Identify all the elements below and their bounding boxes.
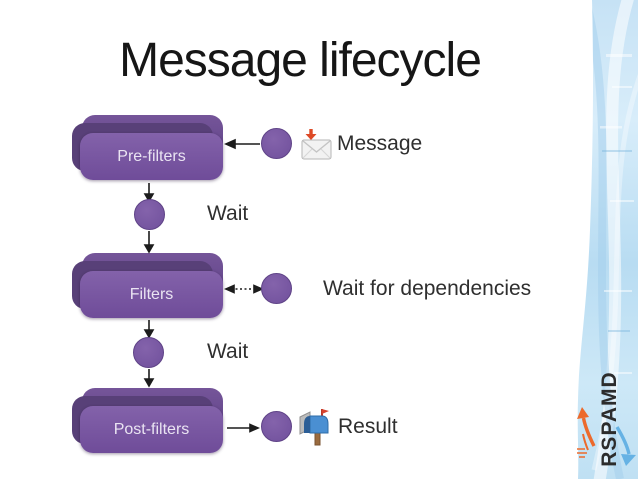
note-wait-1: Wait [207,202,249,225]
stage-pre-filters: Pre-filters [72,115,226,181]
envelope-with-down-arrow-icon [301,129,332,160]
logo-blue-down-arrow-icon [615,426,636,466]
wait-node-2 [133,337,164,368]
note-message: Message [337,132,423,155]
dependencies-node [261,273,292,304]
stage-post-filters: Post-filters [72,388,226,454]
note-wait-2: Wait [207,340,249,363]
stage-card-front: Pre-filters [80,133,223,180]
message-node [261,128,292,159]
stage-card-front: Post-filters [80,406,223,453]
stage-filters: Filters [72,253,226,319]
stage-label-filters: Filters [129,285,174,303]
logo-orange-up-arrow-icon [577,407,596,458]
rspamd-logo: RSPAMD [576,366,638,472]
open-mailbox-raised-flag-icon [299,409,329,446]
stage-label-post-filters: Post-filters [113,420,190,438]
stage-card-front: Filters [80,271,223,318]
stage-label-pre-filters: Pre-filters [117,147,186,165]
note-result: Result [338,415,398,438]
wait-node-1 [134,199,165,230]
slide-title: Message lifecycle [119,34,482,87]
result-node [261,411,292,442]
note-wait-for-dependencies: Wait for dependencies [323,277,532,300]
